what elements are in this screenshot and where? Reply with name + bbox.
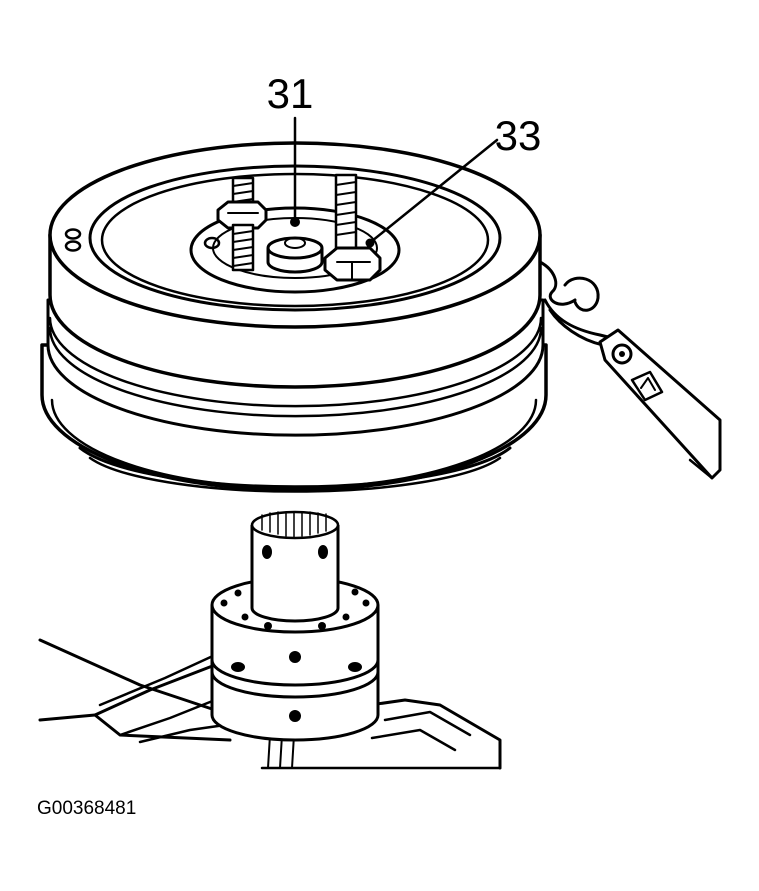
stud-left-front (231, 223, 255, 272)
stud-left-rear (216, 176, 268, 230)
shaft (250, 510, 340, 623)
callout-31-target-dot (290, 217, 300, 227)
figure-id: G00368481 (37, 798, 136, 819)
nut-right-front (323, 246, 382, 282)
callout-31-label: 31 (267, 70, 314, 117)
hook-and-tag (538, 260, 722, 480)
callout-33-label: 33 (495, 112, 542, 159)
pulley (40, 141, 548, 493)
callout-33-leader (370, 138, 499, 243)
stud-right-rear (334, 173, 358, 262)
